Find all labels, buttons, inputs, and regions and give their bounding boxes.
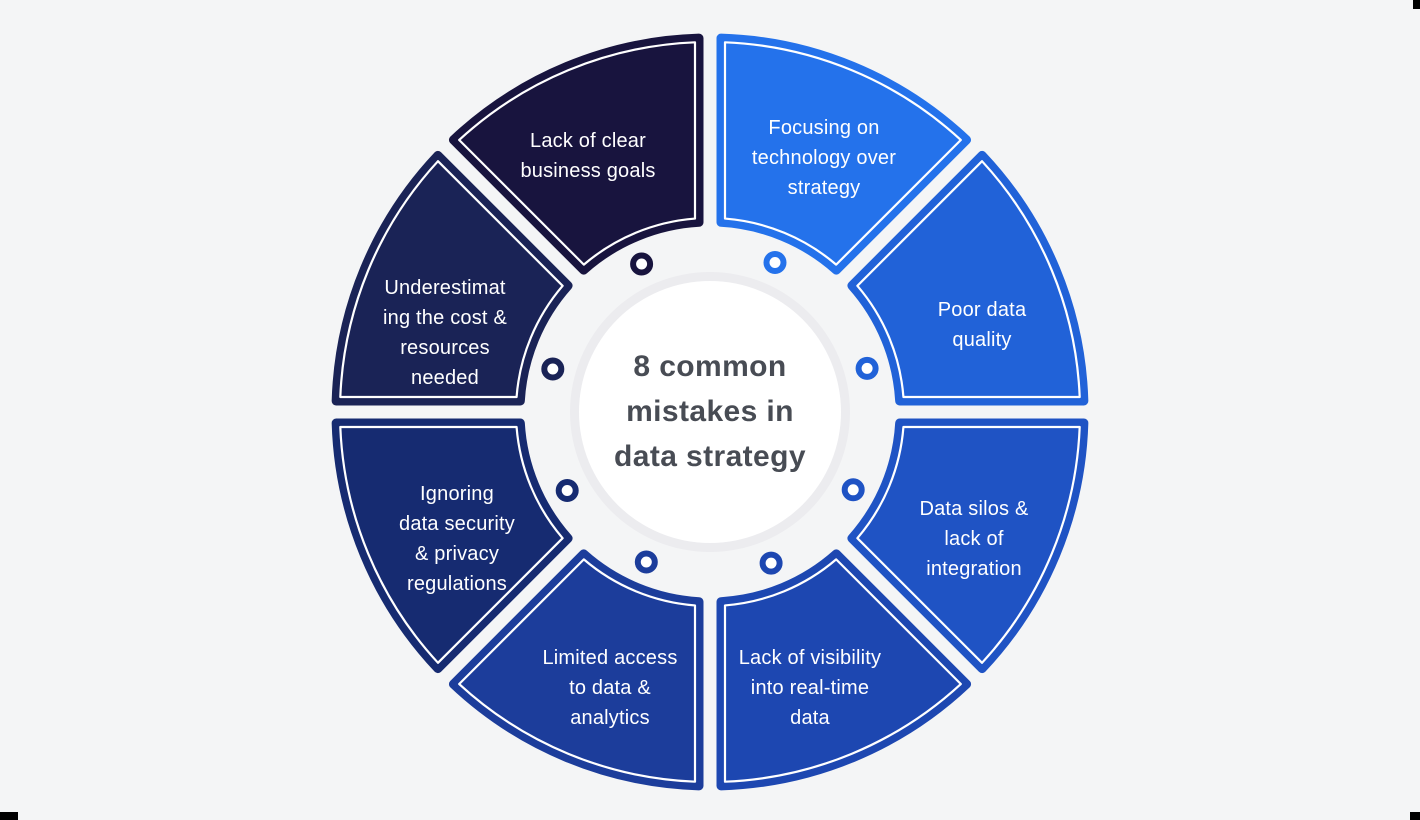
segment-dot-lack-of-clear-business-goals	[630, 252, 654, 276]
label-line: ing the cost &	[383, 307, 507, 329]
segment-poor-data-quality	[847, 150, 1089, 406]
segment-dot-underestimating-the-cost-resources-needed	[541, 357, 565, 381]
label-line: Data silos &	[919, 498, 1029, 520]
segment-outline-lack-of-clear-business-goals	[458, 41, 697, 266]
label-line: resources	[400, 337, 490, 359]
label-line: regulations	[406, 573, 508, 595]
segment-outline-poor-data-quality	[856, 160, 1081, 399]
label-line: data security	[399, 513, 515, 535]
segment-outline-lack-of-visibility-into-real-time-data	[723, 558, 962, 783]
segment-label-lack-of-clear-business-goals: Lack of clear business goals	[448, 126, 728, 186]
segment-underestimating-the-cost-resources-needed	[331, 150, 573, 406]
label-line: integration	[926, 558, 1022, 580]
segment-dot-limited-access-to-data-analytics	[634, 550, 658, 574]
label-line: Underestimat	[384, 277, 506, 299]
title-line: mistakes in	[626, 395, 794, 428]
corner-mark-bottom-left	[0, 812, 18, 820]
corner-mark-bottom-right	[1410, 812, 1420, 820]
label-line: & privacy	[414, 543, 500, 565]
segment-label-poor-data-quality: Poor data quality	[842, 295, 1122, 355]
label-line: business goals	[520, 160, 656, 182]
label-line: data	[790, 707, 830, 729]
segment-outline-limited-access-to-data-analytics	[458, 558, 697, 783]
segment-ignoring-data-security-privacy-regulations	[331, 418, 573, 674]
segment-limited-access-to-data-analytics	[448, 549, 704, 791]
label-line: into real-time	[750, 677, 870, 699]
label-line: analytics	[570, 707, 650, 729]
segment-outline-focusing-on-technology-over-strategy	[723, 41, 962, 266]
label-line: Focusing on	[768, 117, 880, 139]
segment-dot-data-silos-lack-of-integration	[841, 478, 865, 502]
segment-lack-of-visibility-into-real-time-data	[716, 549, 972, 791]
label-line: Lack of clear	[530, 130, 646, 152]
segment-label-lack-of-visibility-into-real-time-data: Lack of visibility into real-time data	[670, 643, 950, 733]
segment-dot-focusing-on-technology-over-strategy	[763, 251, 787, 274]
label-line: Poor data	[937, 299, 1027, 321]
label-line: Ignoring	[420, 483, 494, 505]
segment-label-limited-access-to-data-analytics: Limited access to data & analytics	[470, 643, 750, 733]
segment-label-focusing-on-technology-over-strategy: Focusing on technology over strategy	[684, 113, 964, 203]
title-line: 8 common	[633, 350, 787, 383]
label-line: to data &	[569, 677, 651, 699]
label-line: quality	[952, 329, 1012, 351]
label-line: needed	[411, 367, 479, 389]
label-line: technology over	[751, 147, 897, 169]
corner-mark-top-right	[1413, 0, 1420, 9]
wheel-center-title: 8 common mistakes in data strategy	[550, 344, 870, 479]
segment-dot-ignoring-data-security-privacy-regulations	[555, 479, 579, 502]
segment-outline-underestimating-the-cost-resources-needed	[339, 160, 564, 399]
segment-outline-ignoring-data-security-privacy-regulations	[339, 425, 564, 664]
center-circle	[579, 281, 841, 543]
segment-label-ignoring-data-security-privacy-regulations: Ignoring data security & privacy regulat…	[317, 479, 597, 599]
title-line: data strategy	[614, 440, 806, 473]
label-line: lack of	[944, 528, 1004, 550]
segment-data-silos-lack-of-integration	[847, 418, 1089, 674]
segment-focusing-on-technology-over-strategy	[716, 33, 972, 275]
label-line: strategy	[787, 177, 861, 199]
segment-dot-poor-data-quality	[855, 356, 879, 380]
segment-outline-data-silos-lack-of-integration	[856, 425, 1081, 664]
segment-label-data-silos-lack-of-integration: Data silos & lack of integration	[834, 494, 1114, 584]
segment-dot-lack-of-visibility-into-real-time-data	[759, 551, 783, 575]
label-line: Lack of visibility	[738, 647, 882, 669]
segment-label-underestimating-the-cost-resources-needed: Underestimat ing the cost & resources ne…	[305, 273, 585, 393]
segment-lack-of-clear-business-goals	[448, 33, 704, 275]
label-line: Limited access	[542, 647, 678, 669]
